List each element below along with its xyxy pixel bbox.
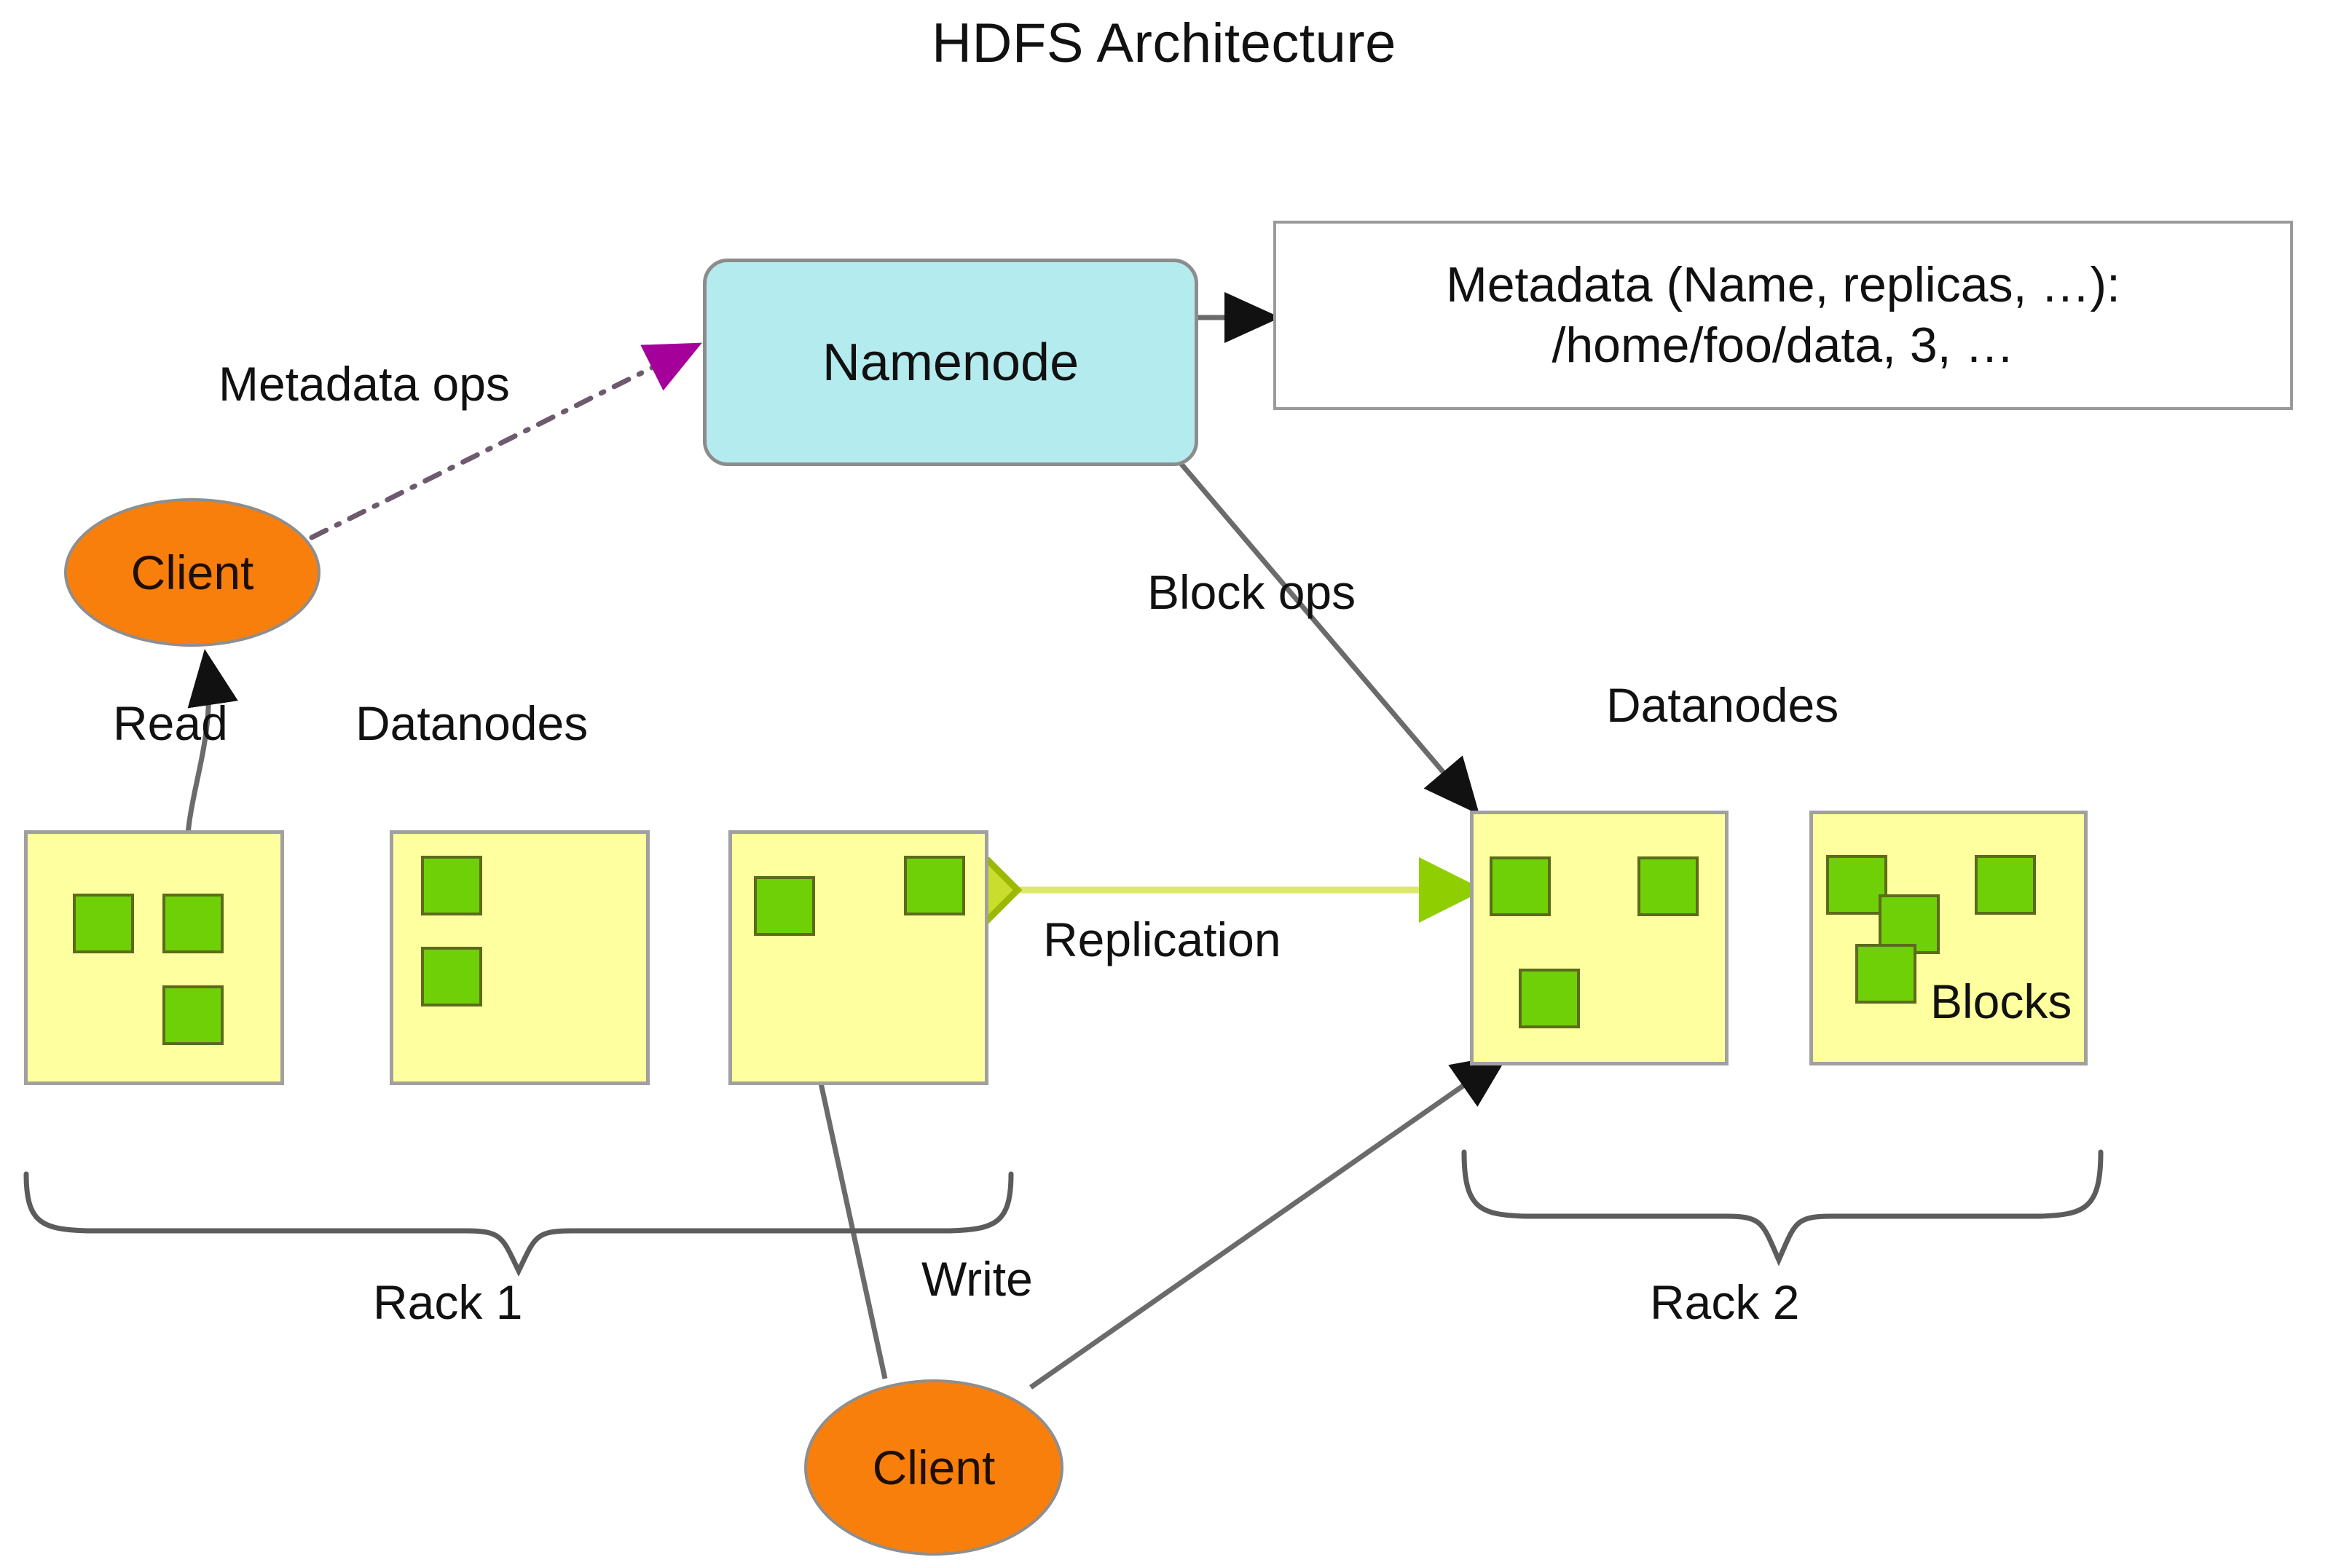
rack1-label: Rack 1 — [373, 1275, 523, 1329]
rack2-label: Rack 2 — [1650, 1275, 1800, 1329]
block — [421, 856, 482, 915]
datanode-3[interactable] — [728, 830, 988, 1085]
block — [162, 894, 224, 953]
block — [421, 947, 482, 1006]
block — [754, 876, 815, 936]
replication-label: Replication — [1043, 913, 1281, 966]
block — [1975, 855, 2036, 915]
metadata-box: Metadata (Name, replicas, …): /home/foo/… — [1273, 221, 2293, 410]
datanode-2[interactable] — [390, 830, 650, 1085]
datanodes-rack2-label: Datanodes — [1606, 678, 1839, 732]
datanode-5[interactable] — [1809, 811, 2088, 1065]
block — [1519, 969, 1580, 1028]
block — [1490, 856, 1551, 916]
block-ops-connector — [1178, 460, 1480, 815]
rack2-brace — [1461, 1149, 2104, 1266]
metadata-line-2: /home/foo/data, 3, … — [1552, 318, 2015, 373]
datanode-4[interactable] — [1470, 811, 1729, 1065]
page-title: HDFS Architecture — [932, 12, 1396, 74]
client-read-label: Client — [130, 545, 254, 599]
write-rack2-connector — [1029, 1053, 1509, 1390]
namenode-label: Namenode — [822, 333, 1080, 392]
metadata-ops-label: Metadata ops — [219, 357, 510, 411]
rack1-brace — [23, 1171, 1014, 1277]
block — [73, 894, 134, 953]
block — [162, 985, 224, 1045]
client-read-node[interactable]: Client — [64, 498, 321, 647]
block — [904, 856, 965, 915]
metadata-line-1: Metadata (Name, replicas, …): — [1446, 257, 2120, 313]
namenode-box[interactable]: Namenode — [703, 259, 1198, 466]
read-label: Read — [113, 696, 228, 750]
block-ops-label: Block ops — [1147, 565, 1356, 619]
datanode-1[interactable] — [24, 830, 284, 1085]
write-label: Write — [921, 1252, 1033, 1306]
block — [1637, 856, 1699, 916]
blocks-label: Blocks — [1930, 974, 2072, 1028]
block — [1855, 944, 1916, 1004]
block — [1826, 855, 1887, 915]
client-write-label: Client — [872, 1441, 996, 1494]
datanodes-rack1-label: Datanodes — [355, 696, 589, 750]
client-write-node[interactable]: Client — [804, 1379, 1063, 1556]
